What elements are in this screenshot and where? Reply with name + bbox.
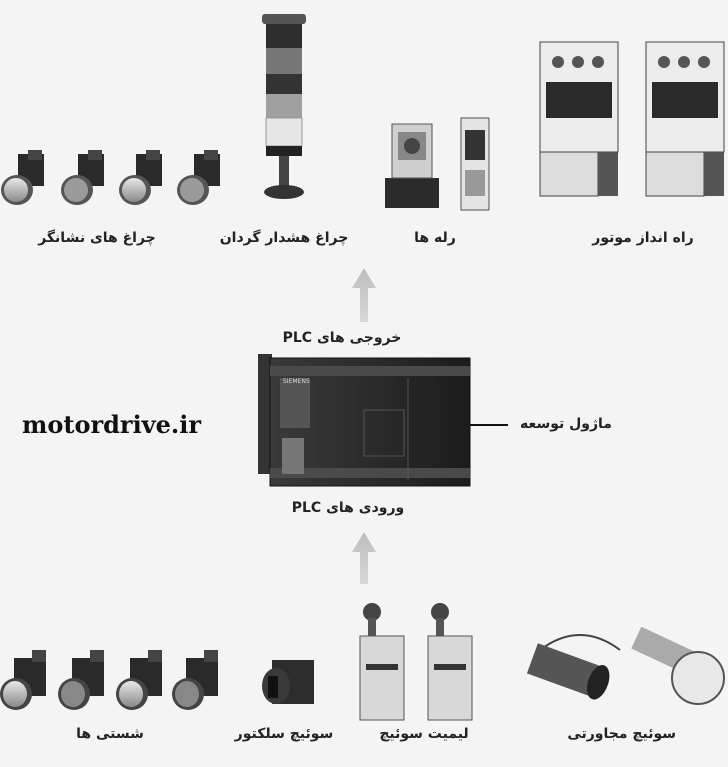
- tower-light-icon: [262, 14, 306, 199]
- arrow-up-outputs-icon: [352, 268, 376, 322]
- proximity-switch-icon: [526, 626, 725, 705]
- indicator-lamps-label: چراغ های نشانگر: [38, 230, 156, 246]
- limit-switch-icon: [359, 603, 473, 721]
- plc-icon: [258, 354, 508, 487]
- relays-icon: [385, 117, 490, 211]
- selector-switch-icon: [262, 660, 314, 704]
- proximity-switch-label: سوئیچ مجاورتی: [567, 726, 676, 742]
- push-buttons-icon: [0, 650, 218, 710]
- watermark-text: motordrive.ir: [22, 410, 202, 439]
- selector-switch-label: سوئیچ سلکتور: [234, 726, 334, 742]
- plc-outputs-label: خروجی های PLC: [282, 330, 402, 346]
- expansion-module-label: ماژول توسعه: [520, 416, 612, 432]
- indicator-lamps-icon: [1, 150, 220, 205]
- arrow-up-inputs-icon: [352, 532, 376, 584]
- relays-label: رله ها: [414, 230, 456, 246]
- plc-inputs-label: ورودی های PLC: [291, 500, 405, 516]
- tower-light-label: چراغ هشدار گردان: [219, 230, 349, 246]
- push-buttons-label: شستی ها: [76, 726, 144, 742]
- limit-switch-label: لیمیت سوئیچ: [379, 726, 469, 742]
- motor-starter-icon: [539, 41, 725, 197]
- motor-starter-label: راه انداز موتور: [592, 230, 694, 246]
- plc-brand-text: SIEMENS: [283, 378, 310, 385]
